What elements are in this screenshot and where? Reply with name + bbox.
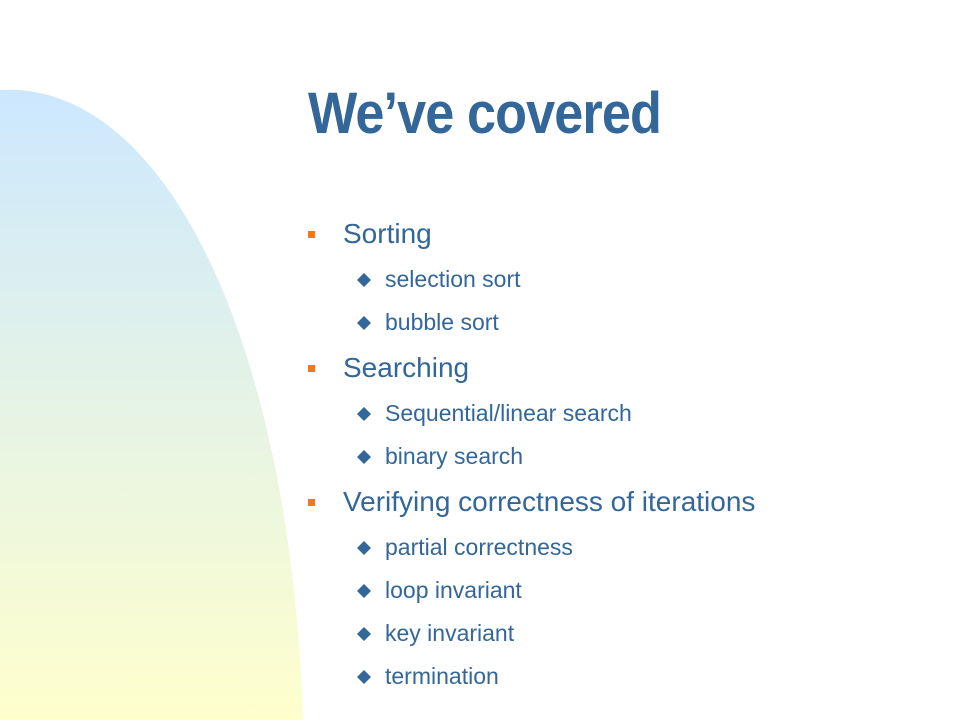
sub-bullet-item: partial correctness: [308, 526, 948, 569]
bullet-item-verifying: Verifying correctness of iterations: [308, 478, 948, 526]
sub-bullet-item: bubble sort: [308, 301, 948, 344]
bullet-label: Sorting: [343, 218, 432, 249]
diamond-bullet-icon: [357, 449, 371, 464]
sub-bullet-label: termination: [385, 663, 499, 689]
sub-bullet-item: binary search: [308, 435, 948, 478]
sub-bullet-label: selection sort: [385, 266, 521, 292]
sub-bullet-item: key invariant: [308, 612, 948, 655]
diamond-bullet-icon: [357, 626, 371, 641]
bullet-item-sorting: Sorting: [308, 210, 948, 258]
sub-bullet-item: loop invariant: [308, 569, 948, 612]
square-bullet-icon: [308, 499, 315, 506]
sub-bullet-label: bubble sort: [385, 309, 499, 335]
diamond-bullet-icon: [357, 583, 371, 598]
diamond-bullet-icon: [357, 669, 371, 684]
bullet-item-searching: Searching: [308, 344, 948, 392]
sub-bullet-item: Sequential/linear search: [308, 392, 948, 435]
sub-bullet-item: termination: [308, 655, 948, 698]
sub-bullet-item: selection sort: [308, 258, 948, 301]
square-bullet-icon: [308, 365, 315, 372]
sub-bullet-label: partial correctness: [385, 534, 573, 560]
slide-content: Sorting selection sort bubble sort Searc…: [308, 210, 948, 698]
square-bullet-icon: [308, 231, 315, 238]
sub-bullet-label: Sequential/linear search: [385, 400, 632, 426]
sub-bullet-label: key invariant: [385, 620, 515, 646]
sub-bullet-label: loop invariant: [385, 577, 522, 603]
slide-title: We’ve covered: [308, 81, 662, 146]
bullet-label: Searching: [343, 352, 470, 383]
bullet-label: Verifying correctness of iterations: [343, 486, 756, 517]
diamond-bullet-icon: [357, 315, 371, 330]
diamond-bullet-icon: [357, 406, 371, 421]
diamond-bullet-icon: [357, 272, 371, 287]
diamond-bullet-icon: [357, 540, 371, 555]
sub-bullet-label: binary search: [385, 443, 524, 469]
